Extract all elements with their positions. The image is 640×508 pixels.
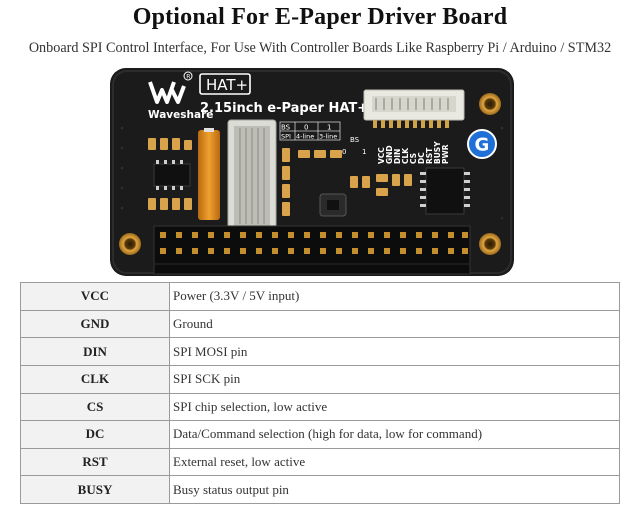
svg-text:1: 1 bbox=[362, 148, 366, 156]
brand-label: Waveshare bbox=[148, 109, 213, 121]
pin-name: CLK bbox=[20, 364, 170, 394]
pin-label-pwr: PWR bbox=[441, 144, 450, 164]
page-title: Optional For E-Paper Driver Board bbox=[132, 4, 508, 30]
svg-text:SPI: SPI bbox=[281, 133, 291, 141]
fpc-ribbon bbox=[198, 130, 220, 220]
hat-badge: HAT+ bbox=[206, 76, 248, 94]
svg-text:G: G bbox=[475, 135, 490, 156]
pin-description: SPI chip selection, low active bbox=[169, 392, 620, 422]
pin-label-clk: CLK bbox=[401, 147, 410, 164]
pin-label-busy: BUSY bbox=[433, 141, 442, 164]
svg-text:R: R bbox=[186, 74, 190, 81]
ic-left bbox=[153, 163, 191, 187]
ic-right bbox=[425, 167, 465, 215]
svg-text:3-line: 3-line bbox=[319, 133, 337, 141]
pin-label-dc: DC bbox=[417, 152, 426, 164]
pin-label-vcc: VCC bbox=[377, 147, 386, 164]
gpio-header bbox=[153, 225, 471, 275]
table-row: BUSY Busy status output pin bbox=[20, 475, 620, 504]
pin-description: Busy status output pin bbox=[169, 475, 620, 504]
waveshare-logo-icon: R bbox=[148, 71, 193, 104]
svg-text:0: 0 bbox=[304, 124, 308, 132]
table-row: DIN SPI MOSI pin bbox=[20, 337, 620, 366]
pin-label-rst: RST bbox=[425, 147, 434, 164]
table-row: CS SPI chip selection, low active bbox=[20, 392, 620, 422]
mounting-hole-tr bbox=[479, 93, 501, 115]
pin-label-gnd: GND bbox=[385, 145, 394, 164]
mounting-hole-br bbox=[479, 233, 501, 255]
table-row: DC Data/Command selection (high for data… bbox=[20, 420, 620, 449]
pin-name: DIN bbox=[20, 337, 170, 366]
svg-text:4-line: 4-line bbox=[296, 133, 314, 141]
pin-description: SPI SCK pin bbox=[169, 364, 620, 394]
table-row: RST External reset, low active bbox=[20, 447, 620, 477]
svg-text:BS: BS bbox=[350, 136, 360, 144]
pin-name: DC bbox=[20, 420, 170, 449]
g-logo-icon bbox=[467, 129, 497, 159]
pin-name: GND bbox=[20, 309, 170, 339]
pin-description: Data/Command selection (high for data, l… bbox=[169, 420, 620, 449]
svg-text:BS: BS bbox=[281, 124, 291, 132]
pin-table: VCC Power (3.3V / 5V input) GND Ground D… bbox=[20, 282, 620, 504]
table-row: CLK SPI SCK pin bbox=[20, 364, 620, 394]
pin-description: Ground bbox=[169, 309, 620, 339]
mounting-hole-bl bbox=[119, 233, 141, 255]
product-label: 2.15inch e-Paper HAT+ bbox=[200, 101, 368, 116]
pin-name: VCC bbox=[20, 282, 170, 311]
pin-label-din: DIN bbox=[393, 149, 402, 164]
pin-name: RST bbox=[20, 447, 170, 477]
pin-label-cs: CS bbox=[409, 153, 418, 164]
svg-text:1: 1 bbox=[327, 124, 331, 132]
pin-description: Power (3.3V / 5V input) bbox=[169, 282, 620, 311]
pin-name: CS bbox=[20, 392, 170, 422]
driver-board-photo: R Waveshare HAT+ 2.15inch e-Paper HAT+ bbox=[110, 68, 514, 276]
table-row: GND Ground bbox=[20, 309, 620, 339]
svg-text:0: 0 bbox=[342, 148, 346, 156]
pin-name: BUSY bbox=[20, 475, 170, 504]
pin-description: External reset, low active bbox=[169, 447, 620, 477]
page-subtitle: Onboard SPI Control Interface, For Use W… bbox=[28, 40, 612, 56]
pin-description: SPI MOSI pin bbox=[169, 337, 620, 366]
table-row: VCC Power (3.3V / 5V input) bbox=[20, 282, 620, 311]
